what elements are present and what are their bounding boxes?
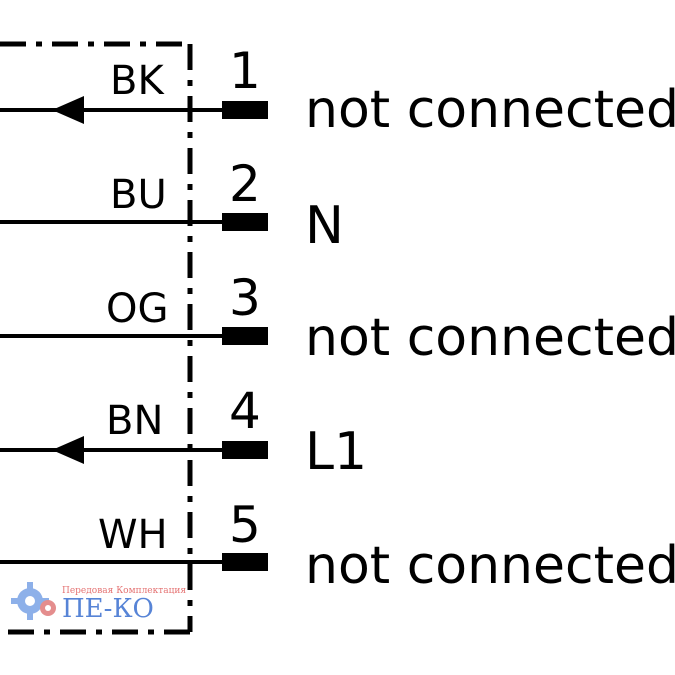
gear-icon [11, 582, 49, 620]
pin-number: 2 [229, 155, 261, 213]
pin-function: not connected [305, 308, 675, 368]
arrow-icon [52, 436, 84, 464]
wire-color-label: OG [106, 286, 168, 332]
watermark-logo: Передовая Комплектация ПЕ-КО [11, 582, 186, 624]
pin-number: 5 [229, 496, 261, 554]
pin-function: N [305, 196, 344, 256]
pin-row: BU 2 N [0, 155, 344, 256]
pin-row: BN 4 L1 [0, 382, 367, 482]
pin-number: 4 [229, 382, 261, 440]
wire-color-label: BU [110, 172, 167, 218]
pin-function: not connected [305, 536, 675, 596]
pin-row: BK 1 not connected [0, 42, 675, 140]
pin-terminal [222, 213, 268, 231]
pin-terminal [222, 101, 268, 119]
pin-number: 3 [229, 269, 261, 327]
watermark-tagline: Передовая Комплектация [62, 586, 186, 596]
watermark-brand: ПЕ-КО [62, 594, 154, 624]
pin-function: not connected [305, 80, 675, 140]
wire-color-label: BK [110, 58, 165, 104]
pin-terminal [222, 441, 268, 459]
pin-number: 1 [229, 42, 261, 100]
wire-color-label: BN [106, 398, 163, 444]
arrow-icon [52, 96, 84, 124]
pin-function: L1 [305, 422, 367, 482]
housing-outline [0, 41, 193, 635]
gear-icon [40, 600, 56, 616]
wire-color-label: WH [98, 512, 168, 558]
pin-terminal [222, 553, 268, 571]
pin-row: WH 5 not connected [0, 496, 675, 596]
pin-row: OG 3 not connected [0, 269, 675, 368]
pin-terminal [222, 327, 268, 345]
